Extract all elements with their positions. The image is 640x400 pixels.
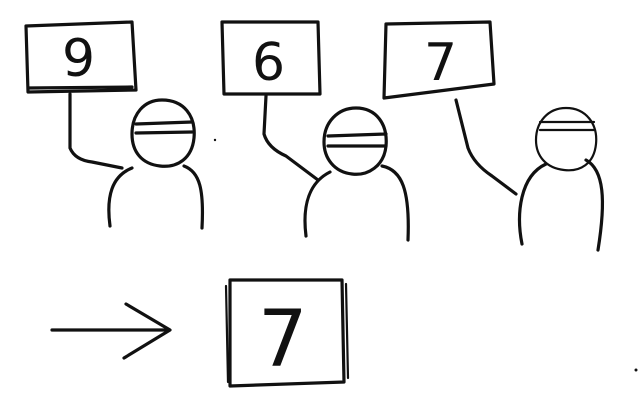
arm-1 [68,92,124,170]
body-2 [303,164,410,242]
stray-dot [634,368,638,372]
blindfold-1b [134,130,194,135]
arm-2 [262,94,320,182]
sign-2-board [220,20,322,96]
sign-1-label: 9 [62,29,95,89]
blindfold-2a [326,132,388,138]
head-2 [322,106,388,176]
figure-1: 9 [24,20,205,230]
head-3 [534,106,598,172]
result-sign: 7 [224,278,350,388]
result-board-inner [224,282,350,384]
arm-3 [454,98,518,196]
blindfold-1a [134,120,194,126]
result-label: 7 [258,295,308,385]
figure-2: 6 [220,20,410,242]
sign-3-board [382,20,496,100]
sign-2-label: 6 [252,33,285,93]
body-3 [518,158,605,252]
sign-3-label: 7 [424,33,457,93]
result-board [228,278,346,388]
figure-3: 7 [382,20,605,252]
sign-1-board [24,20,138,94]
head-1 [130,98,196,168]
stray-dot [213,138,217,142]
right-arrow-icon [50,302,172,360]
body-1 [107,164,205,230]
